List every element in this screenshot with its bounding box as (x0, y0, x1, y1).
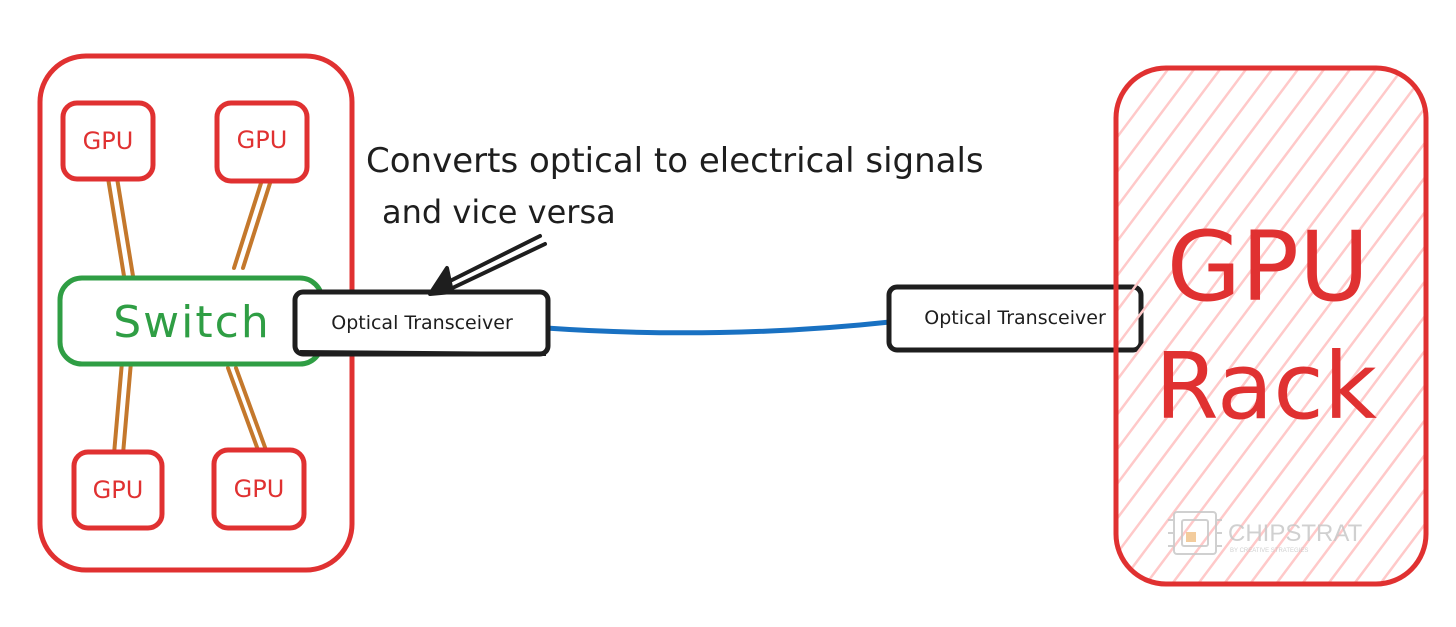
gpu-link-bottom-right-a (226, 366, 260, 452)
hatch-line (1197, 68, 1426, 584)
gpu-link-top-right-a (232, 178, 264, 270)
gpu-link-bottom-right-b (234, 366, 268, 452)
annotation-arrow (428, 234, 547, 296)
switch-label: Switch (113, 297, 270, 348)
gpu-label: GPU (234, 475, 285, 503)
gpu-link-bottom-left-b (121, 360, 133, 456)
arrow-head (428, 266, 454, 296)
gpu-link-bottom-left-a (112, 360, 124, 456)
hatch-line (1116, 68, 1426, 584)
hatch-line (1145, 68, 1426, 584)
switch-box: Switch (57, 275, 325, 367)
right-rack-hatch (1116, 68, 1456, 584)
transceiver-label: Optical Transceiver (924, 307, 1106, 329)
arrow-shaft-a (438, 234, 542, 288)
hatch-line (1301, 68, 1426, 584)
hatch-line (1171, 68, 1426, 584)
hatch-line (1119, 68, 1426, 584)
hatch-line (1116, 68, 1222, 584)
annotation-line-2: and vice versa (382, 193, 616, 231)
circuit-chip-icon (1168, 511, 1222, 555)
hatch-line (1116, 68, 1248, 584)
hatch-line (1116, 68, 1274, 584)
gpu-links (106, 176, 273, 456)
optical-cable (543, 319, 893, 336)
hatch-line (1116, 68, 1426, 584)
transceiver-shadow-stroke (299, 350, 547, 356)
hatch-line (1116, 68, 1426, 584)
gpu-box-bottom-right: GPU (211, 447, 307, 531)
hatch-line (1432, 68, 1456, 584)
hatch-line (1116, 68, 1196, 584)
right-rack-title-line-2: Rack (1155, 333, 1378, 440)
gpu-label: GPU (93, 476, 144, 504)
hatch-line (1116, 68, 1404, 584)
hatch-line (1223, 68, 1426, 584)
optical-transceiver-left: Optical Transceiver (292, 289, 551, 357)
right-rack-border (1113, 65, 1429, 587)
annotation: Converts optical to electrical signals a… (366, 141, 984, 231)
watermark-brand: CHIPSTRAT (1228, 520, 1363, 547)
hatch-line (1116, 68, 1326, 584)
gpu-box-top-right: GPU (214, 100, 310, 184)
gpu-label: GPU (83, 127, 134, 155)
gpu-box-bottom-left: GPU (71, 449, 165, 531)
hatch-line (1275, 68, 1426, 584)
right-rack-title-line-1: GPU (1167, 211, 1370, 323)
gpu-label: GPU (237, 126, 288, 154)
gpu-link-top-left-b (115, 176, 135, 278)
watermark-tagline: BY CREATIVE STRATEGIES (1230, 548, 1308, 554)
right-rack: GPU Rack (1113, 65, 1456, 587)
arrow-shaft-b (442, 242, 547, 294)
gpu-box-top-left: GPU (60, 100, 156, 182)
annotation-line-1: Converts optical to electrical signals (366, 141, 984, 181)
transceiver-label: Optical Transceiver (331, 312, 513, 334)
hatch-line (1116, 68, 1378, 584)
optical-transceiver-right: Optical Transceiver (886, 284, 1144, 353)
gpu-link-top-left-a (106, 176, 126, 278)
hatch-line (1116, 68, 1300, 584)
gpu-link-top-right-b (241, 178, 273, 270)
hatch-line (1116, 68, 1352, 584)
hatch-line (1327, 68, 1426, 584)
watermark: CHIPSTRAT BY CREATIVE STRATEGIES (1168, 511, 1363, 555)
hatch-line (1353, 68, 1426, 584)
hatch-line (1249, 68, 1426, 584)
